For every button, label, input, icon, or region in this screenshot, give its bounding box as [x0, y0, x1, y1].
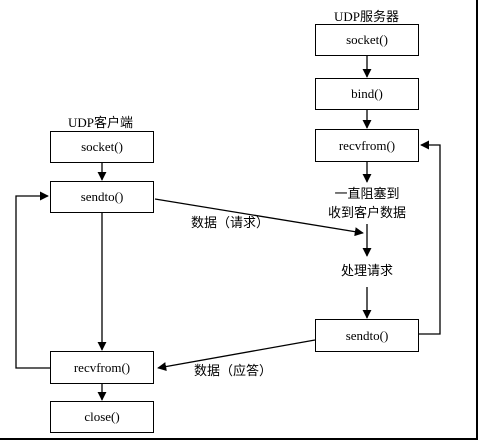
- server-process-label: 处理请求: [340, 263, 393, 278]
- server-sendto-box: sendto(): [315, 319, 419, 352]
- server-block-label-line1: 一直阻塞到: [334, 186, 400, 201]
- server-title: UDP服务器: [334, 9, 400, 24]
- client-sendto-box: sendto(): [50, 181, 154, 213]
- server-bind-box: bind(): [315, 78, 419, 110]
- client-close-box: close(): [50, 401, 154, 433]
- server-block-label-line2: 收到客户数据: [327, 205, 406, 220]
- client-title: UDP客户端: [68, 115, 134, 130]
- request-label: 数据（请求）: [191, 215, 270, 230]
- server-recvfrom-box: recvfrom(): [315, 129, 419, 162]
- client-socket-box: socket(): [50, 131, 154, 163]
- client-recvfrom-box: recvfrom(): [50, 351, 154, 384]
- server-socket-box: socket(): [315, 24, 419, 56]
- loop-client-recvfrom-sendto: [15, 191, 50, 369]
- loop-server-sendto-recvfrom: [419, 140, 441, 335]
- arrow-request: [154, 198, 364, 237]
- reply-label: 数据（应答）: [194, 363, 273, 378]
- arrow-reply: [157, 339, 316, 372]
